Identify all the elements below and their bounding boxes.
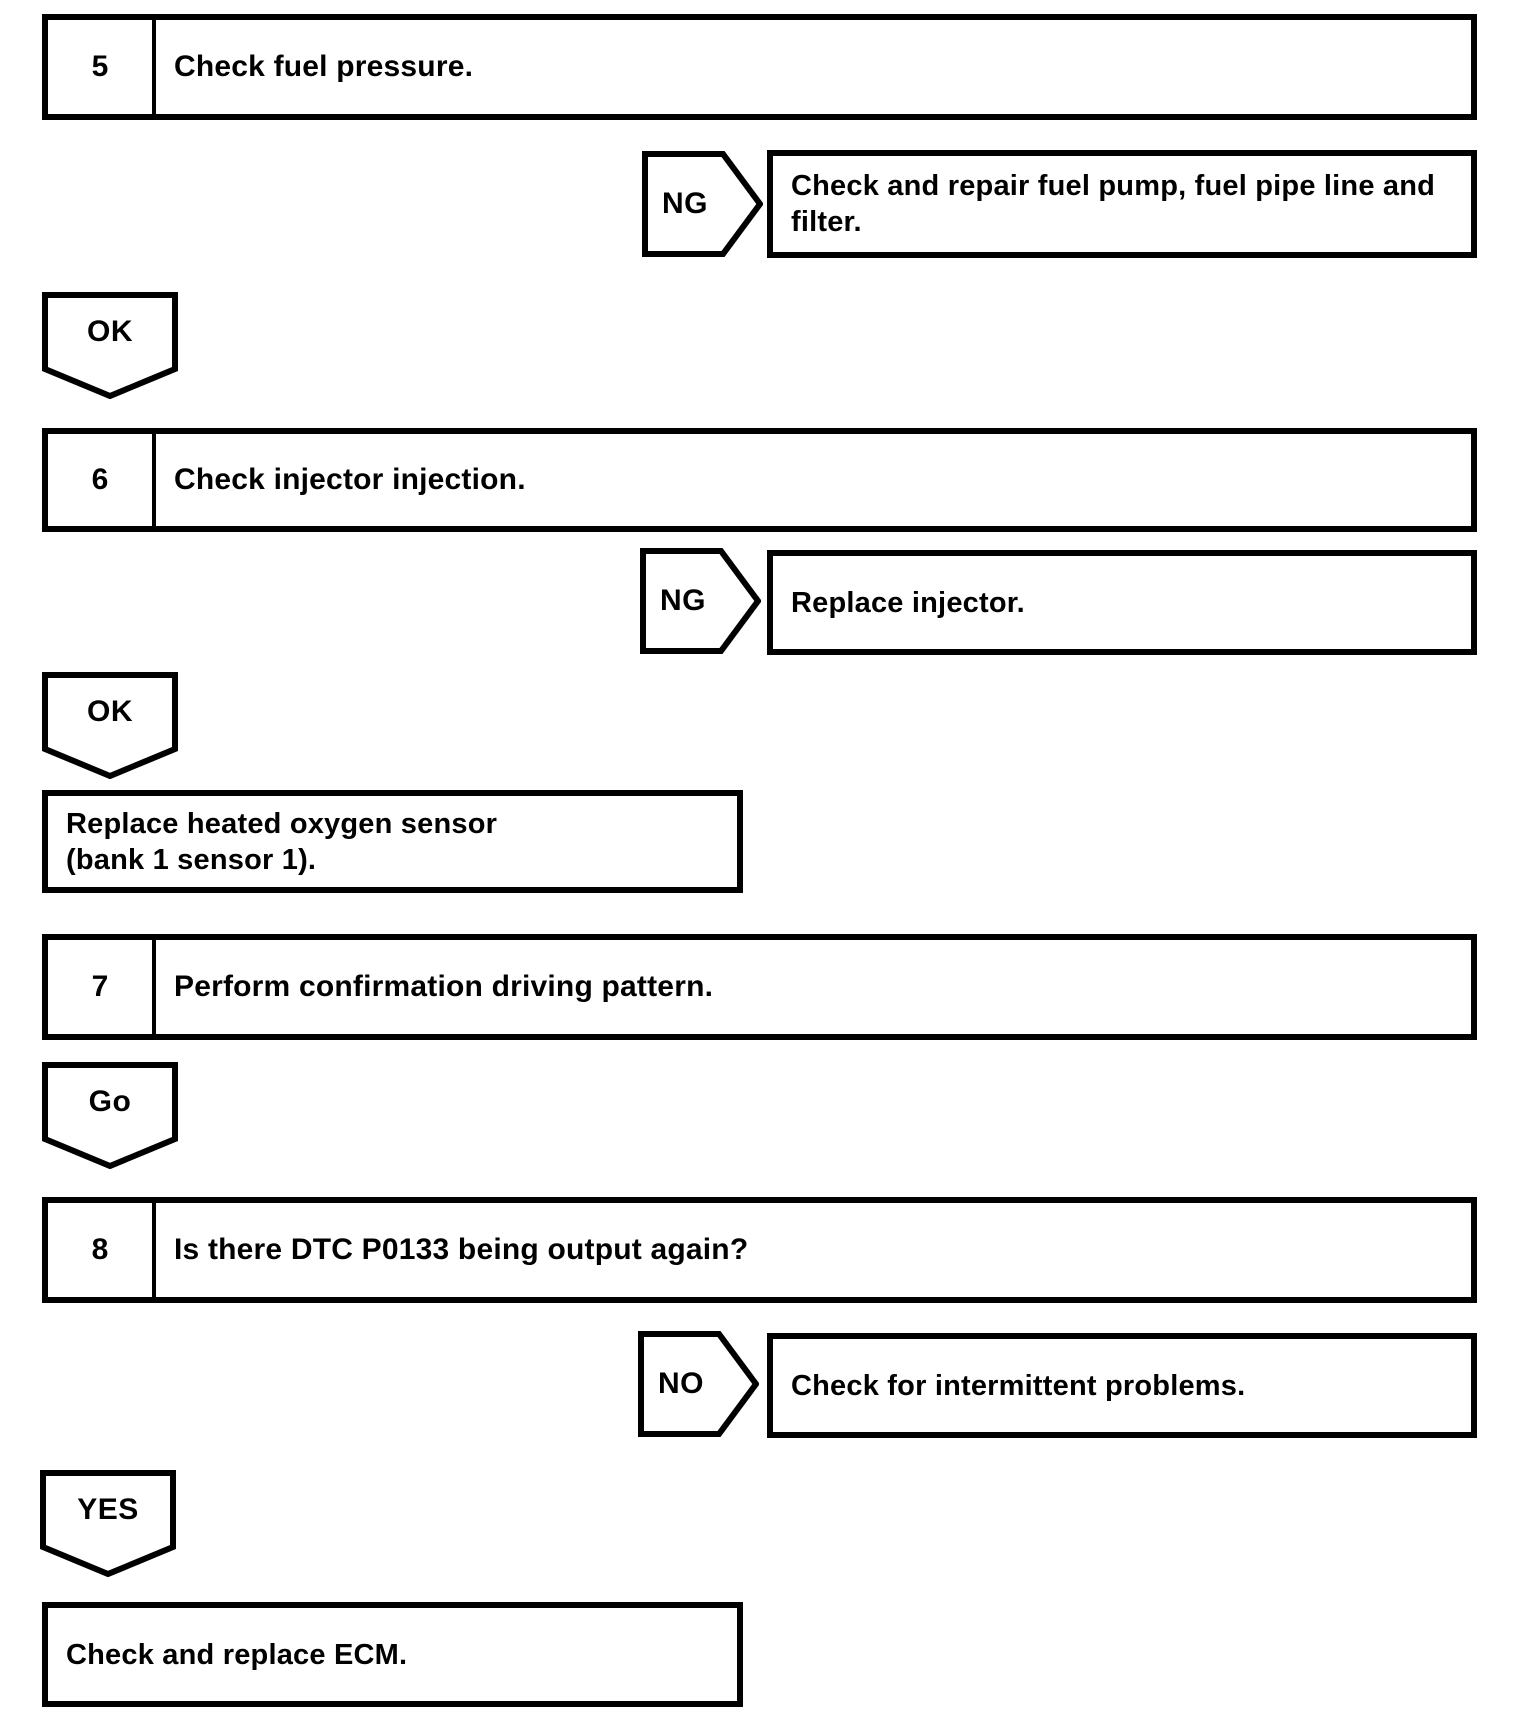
action-line: Replace heated oxygen sensor (66, 807, 498, 840)
pentagon-shape (640, 548, 761, 654)
ng-pentagon-2: NG (640, 548, 761, 654)
step-number-8: 8 (48, 1203, 156, 1297)
step-box-5: 5 Check fuel pressure. (42, 14, 1477, 120)
pentagon-shape (40, 1470, 176, 1577)
go-pentagon: Go (42, 1062, 178, 1169)
result-box-fuel-pump: Check and repair fuel pump, fuel pipe li… (767, 150, 1477, 258)
right-arrow-pentagon-icon (642, 151, 763, 257)
ok-label-2: OK (87, 695, 133, 728)
pentagon-shape (42, 1062, 178, 1169)
result-line: Check for intermittent problems. (791, 1369, 1246, 1402)
down-arrow-pentagon-icon (42, 672, 178, 779)
step-box-8: 8 Is there DTC P0133 being output again? (42, 1197, 1477, 1303)
pentagon-shape (42, 672, 178, 779)
result-box-intermittent-problems: Check for intermittent problems. (767, 1333, 1477, 1438)
action-line: Check and replace ECM. (66, 1638, 408, 1671)
pentagon-shape (642, 151, 763, 257)
right-arrow-pentagon-icon (640, 548, 761, 654)
no-label: NO (658, 1367, 704, 1400)
yes-pentagon: YES (40, 1470, 176, 1577)
step-label-8: Is there DTC P0133 being output again? (174, 1233, 749, 1266)
ng-pentagon-1: NG (642, 151, 763, 257)
result-line: filter. (791, 206, 862, 238)
down-arrow-pentagon-icon (40, 1470, 176, 1577)
action-box-replace-o2-sensor: Replace heated oxygen sensor (bank 1 sen… (42, 790, 743, 893)
step-label-6: Check injector injection. (174, 463, 526, 496)
result-line: Replace injector. (791, 586, 1025, 619)
ng-label-1: NG (662, 187, 708, 220)
pentagon-shape (638, 1331, 759, 1437)
down-arrow-pentagon-icon (42, 1062, 178, 1169)
ok-pentagon-2: OK (42, 672, 178, 779)
ok-label-1: OK (87, 315, 133, 348)
down-arrow-pentagon-icon (42, 292, 178, 399)
ng-label-2: NG (660, 584, 706, 617)
yes-label: YES (77, 1493, 139, 1526)
step-label-7: Perform confirmation driving pattern. (174, 970, 714, 1003)
ok-pentagon-1: OK (42, 292, 178, 399)
result-box-replace-injector: Replace injector. (767, 550, 1477, 655)
step-number-5: 5 (48, 20, 156, 114)
step-label-5: Check fuel pressure. (174, 50, 474, 83)
result-line: Check and repair fuel pump, fuel pipe li… (791, 170, 1436, 202)
pentagon-shape (42, 292, 178, 399)
go-label: Go (88, 1085, 132, 1118)
no-pentagon: NO (638, 1331, 759, 1437)
step-box-6: 6 Check injector injection. (42, 428, 1477, 532)
right-arrow-pentagon-icon (638, 1331, 759, 1437)
step-number-7: 7 (48, 940, 156, 1034)
action-line: (bank 1 sensor 1). (66, 843, 317, 876)
step-number-6: 6 (48, 434, 156, 526)
action-box-replace-ecm: Check and replace ECM. (42, 1602, 743, 1707)
step-box-7: 7 Perform confirmation driving pattern. (42, 934, 1477, 1040)
